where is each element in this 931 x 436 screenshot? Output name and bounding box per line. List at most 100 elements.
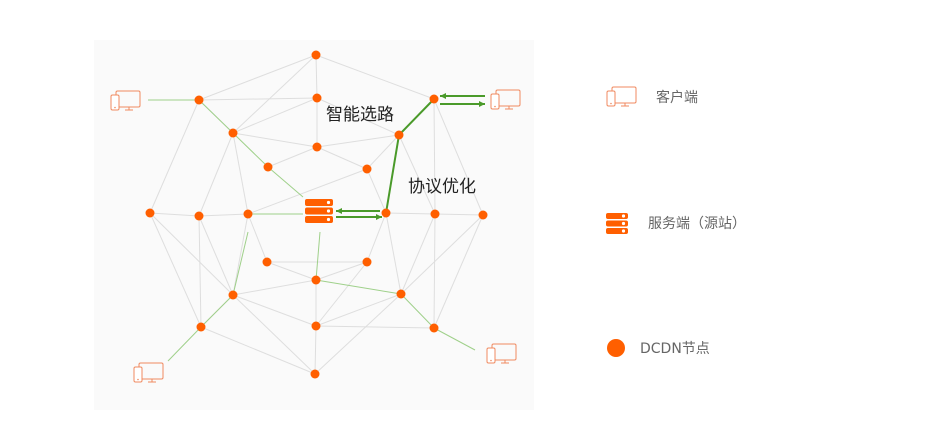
dcdn-node <box>311 321 321 331</box>
network-link <box>247 213 268 263</box>
network-link <box>433 98 484 216</box>
client-device-icon <box>110 90 141 111</box>
network-link <box>232 279 317 296</box>
arrow-head <box>376 214 382 220</box>
network-link <box>433 213 436 329</box>
dcdn-node <box>429 94 439 104</box>
network-link <box>200 326 316 375</box>
dcdn-node <box>228 128 238 138</box>
network-link <box>315 325 435 329</box>
dcdn-node <box>194 95 204 105</box>
network-link <box>366 212 387 263</box>
network-link <box>315 54 435 100</box>
dcdn-node-icon <box>607 339 625 357</box>
network-link <box>400 213 436 295</box>
dcdn-node <box>394 130 404 140</box>
network-link <box>149 212 200 217</box>
network-link <box>385 212 436 215</box>
network-link <box>434 213 484 216</box>
legend-item-dcdn-node: DCDN节点 <box>606 337 710 359</box>
network-link <box>198 97 318 101</box>
dcdn-node <box>194 211 204 221</box>
protocol-optimization-label: 协议优化 <box>408 177 476 197</box>
dcdn-node <box>429 323 439 333</box>
dcdn-node <box>381 208 391 218</box>
network-link <box>198 215 234 296</box>
network-link <box>433 214 484 329</box>
legend-item-server: 服务端（源站） <box>606 211 746 235</box>
network-link <box>232 132 249 215</box>
network-link <box>198 213 249 217</box>
origin-server <box>305 199 333 223</box>
dcdn-node <box>243 209 253 219</box>
network-link <box>247 168 368 215</box>
network-link <box>366 134 400 170</box>
network-link <box>315 293 402 327</box>
routing-path <box>400 293 435 329</box>
network-link <box>198 215 202 328</box>
routing-path <box>433 327 476 351</box>
network-link <box>385 212 402 295</box>
network-link <box>400 214 484 295</box>
legend-label-server: 服务端（源站） <box>648 216 746 232</box>
dcdn-node <box>396 289 406 299</box>
network-link <box>149 99 200 214</box>
network-link <box>149 212 234 296</box>
dcdn-node <box>312 93 322 103</box>
network-link <box>232 97 318 134</box>
network-link <box>314 293 402 375</box>
server-icon <box>606 213 628 234</box>
network-link <box>398 134 436 215</box>
network-link <box>232 132 318 148</box>
network-link <box>198 54 317 101</box>
smart-routing-label: 智能选路 <box>326 105 394 125</box>
dcdn-node <box>196 322 206 332</box>
network-link <box>315 261 368 327</box>
dcdn-node <box>228 290 238 300</box>
network-link <box>316 134 400 148</box>
network-link <box>232 54 317 134</box>
dcdn-node <box>262 257 272 267</box>
routing-path <box>198 99 234 134</box>
client-device-icon <box>490 89 521 110</box>
routing-path <box>232 231 249 296</box>
client-device-icon <box>133 362 164 383</box>
legend-label-client: 客户端 <box>656 90 698 106</box>
network-link <box>267 146 318 168</box>
network-link <box>366 168 387 214</box>
server-rack <box>606 228 628 234</box>
routing-path <box>232 132 269 168</box>
network-link <box>315 261 368 281</box>
server-rack <box>606 213 628 219</box>
client-device-icon <box>606 86 637 107</box>
legend-label-dcdn-node: DCDN节点 <box>640 341 710 357</box>
dcdn-node <box>430 209 440 219</box>
network-link <box>266 261 317 281</box>
routing-path <box>267 166 304 198</box>
dcdn-node <box>362 257 372 267</box>
dcdn-node <box>478 210 488 220</box>
network-link <box>149 212 202 328</box>
dcdn-node <box>312 142 322 152</box>
dcdn-node <box>263 162 273 172</box>
arrow-head <box>479 101 485 107</box>
network-diagram-background <box>94 40 534 410</box>
server-rack <box>305 207 333 215</box>
legend-item-client: 客户端 <box>606 85 698 109</box>
server-rack <box>606 220 628 227</box>
arrow-head <box>440 93 446 99</box>
routing-path <box>315 279 402 295</box>
dcdn-node <box>362 164 372 174</box>
routing-path <box>167 326 202 362</box>
network-link <box>198 132 234 217</box>
network-link <box>232 213 249 296</box>
dcdn-node <box>311 275 321 285</box>
dcdn-node <box>311 50 321 60</box>
network-link <box>314 325 317 375</box>
routing-path <box>315 231 321 281</box>
network-link <box>232 294 317 327</box>
network-link <box>316 146 368 170</box>
dcdn-node <box>145 208 155 218</box>
server-rack <box>305 199 333 206</box>
